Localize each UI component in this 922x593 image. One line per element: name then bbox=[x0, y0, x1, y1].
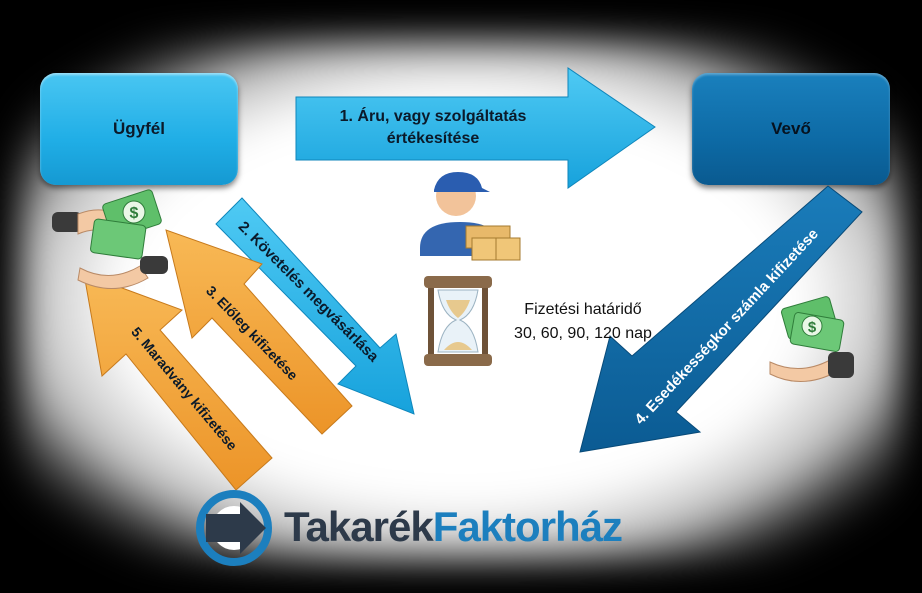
buyer-box: Vevő bbox=[692, 73, 890, 185]
delivery-man-icon bbox=[420, 172, 521, 261]
arrow-step3 bbox=[165, 229, 353, 435]
logo-arrow-icon bbox=[196, 490, 272, 566]
logo-word-takarek: Takarék bbox=[284, 503, 434, 550]
buyer-label: Vevő bbox=[771, 119, 811, 138]
logo-word-faktorhaz: Faktorház bbox=[432, 503, 623, 550]
money-handover-icon: $ bbox=[52, 189, 168, 289]
hourglass-icon bbox=[424, 276, 492, 366]
arrow-step5 bbox=[83, 273, 273, 491]
payment-deadline-title: Fizetési határidő bbox=[524, 301, 642, 318]
company-logo: TakarékFaktorház bbox=[284, 503, 623, 551]
svg-text:$: $ bbox=[808, 319, 817, 336]
arrow-step1-line2: értékesítése bbox=[386, 130, 480, 147]
payment-deadline-note: Fizetési határidő 30, 60, 90, 120 nap bbox=[478, 298, 688, 346]
arrow-step2 bbox=[215, 197, 415, 415]
payment-deadline-days: 30, 60, 90, 120 nap bbox=[514, 325, 652, 342]
svg-text:$: $ bbox=[130, 205, 139, 222]
client-label: Ügyfél bbox=[113, 119, 165, 138]
arrow-step1-line1: 1. Áru, vagy szolgáltatás bbox=[339, 108, 527, 125]
money-hand-icon: $ bbox=[769, 296, 854, 383]
client-box: Ügyfél bbox=[40, 73, 238, 185]
arrow-step1 bbox=[295, 67, 656, 189]
arrow-step1-label: 1. Áru, vagy szolgáltatás értékesítése bbox=[318, 106, 548, 150]
arrow-step4 bbox=[579, 185, 863, 453]
